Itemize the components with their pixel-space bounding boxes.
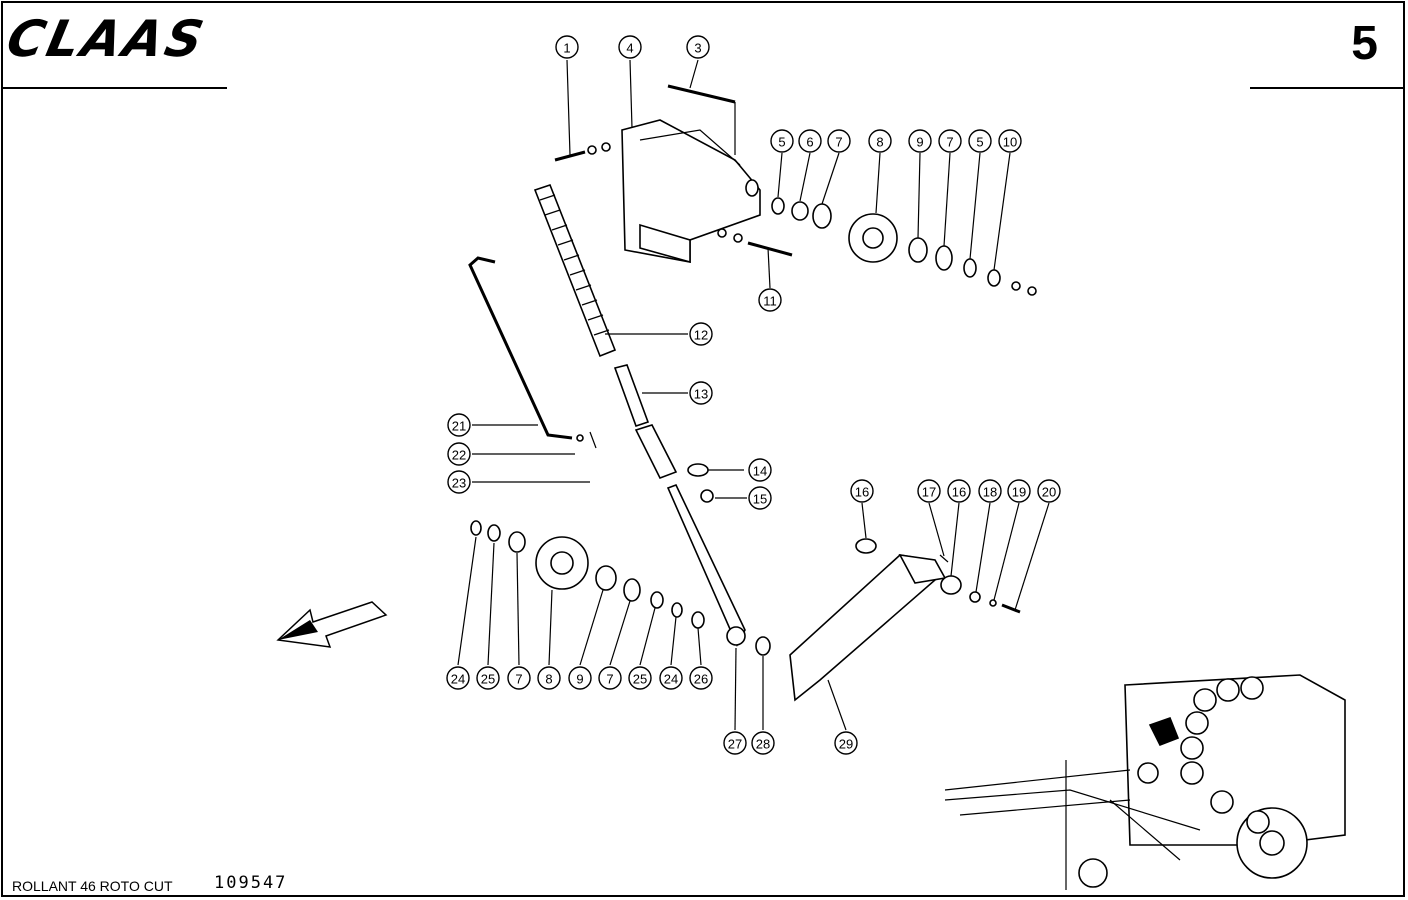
callout-23: 23 <box>447 470 471 494</box>
callout-5: 5 <box>770 129 794 153</box>
svg-text:6: 6 <box>806 135 813 150</box>
callout-29: 29 <box>834 731 858 755</box>
callout-18: 18 <box>978 479 1002 503</box>
bolt-part <box>667 84 736 155</box>
callout-1: 1 <box>555 35 579 59</box>
svg-text:23: 23 <box>452 476 466 491</box>
svg-text:10: 10 <box>1003 135 1017 150</box>
svg-text:5: 5 <box>976 135 983 150</box>
callout-26: 26 <box>689 666 713 690</box>
page-number: 5 <box>1351 17 1378 70</box>
svg-text:21: 21 <box>452 419 466 434</box>
callout-10: 10 <box>998 129 1022 153</box>
callout-19: 19 <box>1007 479 1031 503</box>
threaded-rod-part <box>666 483 746 647</box>
callout-5: 5 <box>968 129 992 153</box>
svg-text:26: 26 <box>694 672 708 687</box>
callout-28: 28 <box>751 731 775 755</box>
svg-text:9: 9 <box>576 672 583 687</box>
callout-7: 7 <box>827 129 851 153</box>
callout-21: 21 <box>447 413 471 437</box>
callout-20: 20 <box>1037 479 1061 503</box>
svg-text:7: 7 <box>835 135 842 150</box>
rod-part <box>468 256 597 449</box>
model-name: ROLLANT 46 ROTO CUT <box>12 878 173 894</box>
lever-arm-part <box>755 538 1021 702</box>
svg-text:12: 12 <box>694 328 708 343</box>
svg-text:4: 4 <box>626 41 633 56</box>
callout-11: 11 <box>758 288 782 312</box>
callout-25: 25 <box>628 666 652 690</box>
sprocket-lower <box>470 520 705 629</box>
svg-text:25: 25 <box>633 672 647 687</box>
arrow-left-down-icon <box>276 601 388 648</box>
callout-22: 22 <box>447 442 471 466</box>
callout-8: 8 <box>868 129 892 153</box>
svg-text:24: 24 <box>664 672 678 687</box>
svg-text:19: 19 <box>1012 485 1026 500</box>
svg-text:9: 9 <box>916 135 923 150</box>
callout-6: 6 <box>798 129 822 153</box>
svg-text:3: 3 <box>694 41 701 56</box>
callout-13: 13 <box>689 381 713 405</box>
svg-text:7: 7 <box>515 672 522 687</box>
svg-text:13: 13 <box>694 387 708 402</box>
svg-text:11: 11 <box>763 294 777 309</box>
bushing-parts <box>771 197 832 229</box>
svg-text:16: 16 <box>855 485 869 500</box>
sprocket-upper <box>848 213 898 263</box>
svg-text:7: 7 <box>946 135 953 150</box>
callout-17: 17 <box>917 479 941 503</box>
leader-lines <box>457 59 1050 731</box>
svg-text:14: 14 <box>753 464 767 479</box>
svg-text:7: 7 <box>606 672 613 687</box>
bolt-11-part <box>717 228 793 257</box>
svg-text:27: 27 <box>728 737 742 752</box>
svg-text:17: 17 <box>922 485 936 500</box>
document-number: 109547 <box>214 873 288 893</box>
svg-text:1: 1 <box>563 41 570 56</box>
callout-8: 8 <box>537 666 561 690</box>
svg-text:15: 15 <box>753 492 767 507</box>
callout-14: 14 <box>748 458 772 482</box>
svg-text:8: 8 <box>545 672 552 687</box>
bolt-washer-part <box>554 142 611 162</box>
svg-text:20: 20 <box>1042 485 1056 500</box>
svg-text:24: 24 <box>451 672 465 687</box>
svg-text:16: 16 <box>952 485 966 500</box>
callout-7: 7 <box>938 129 962 153</box>
callout-16: 16 <box>850 479 874 503</box>
callout-27: 27 <box>723 731 747 755</box>
callout-4: 4 <box>618 35 642 59</box>
svg-text:18: 18 <box>983 485 997 500</box>
svg-text:8: 8 <box>876 135 883 150</box>
header-rule-left <box>2 87 227 89</box>
washer-nut-part <box>687 463 714 503</box>
callout-7: 7 <box>507 666 531 690</box>
callout-9: 9 <box>908 129 932 153</box>
callout-15: 15 <box>748 486 772 510</box>
bearing-upper <box>908 237 1037 296</box>
svg-text:29: 29 <box>839 737 853 752</box>
svg-text:22: 22 <box>452 448 466 463</box>
svg-text:25: 25 <box>481 672 495 687</box>
callout-24: 24 <box>659 666 683 690</box>
tube-part <box>613 364 678 480</box>
bracket-part <box>621 119 761 264</box>
spring-part <box>533 184 617 358</box>
callout-3: 3 <box>686 35 710 59</box>
header-rule-right <box>1250 87 1405 89</box>
callout-12: 12 <box>689 322 713 346</box>
callout-9: 9 <box>568 666 592 690</box>
callout-25: 25 <box>476 666 500 690</box>
callout-7: 7 <box>598 666 622 690</box>
svg-text:28: 28 <box>756 737 770 752</box>
callout-16: 16 <box>947 479 971 503</box>
svg-text:5: 5 <box>778 135 785 150</box>
callout-24: 24 <box>446 666 470 690</box>
machine-overview-inset <box>944 674 1346 890</box>
